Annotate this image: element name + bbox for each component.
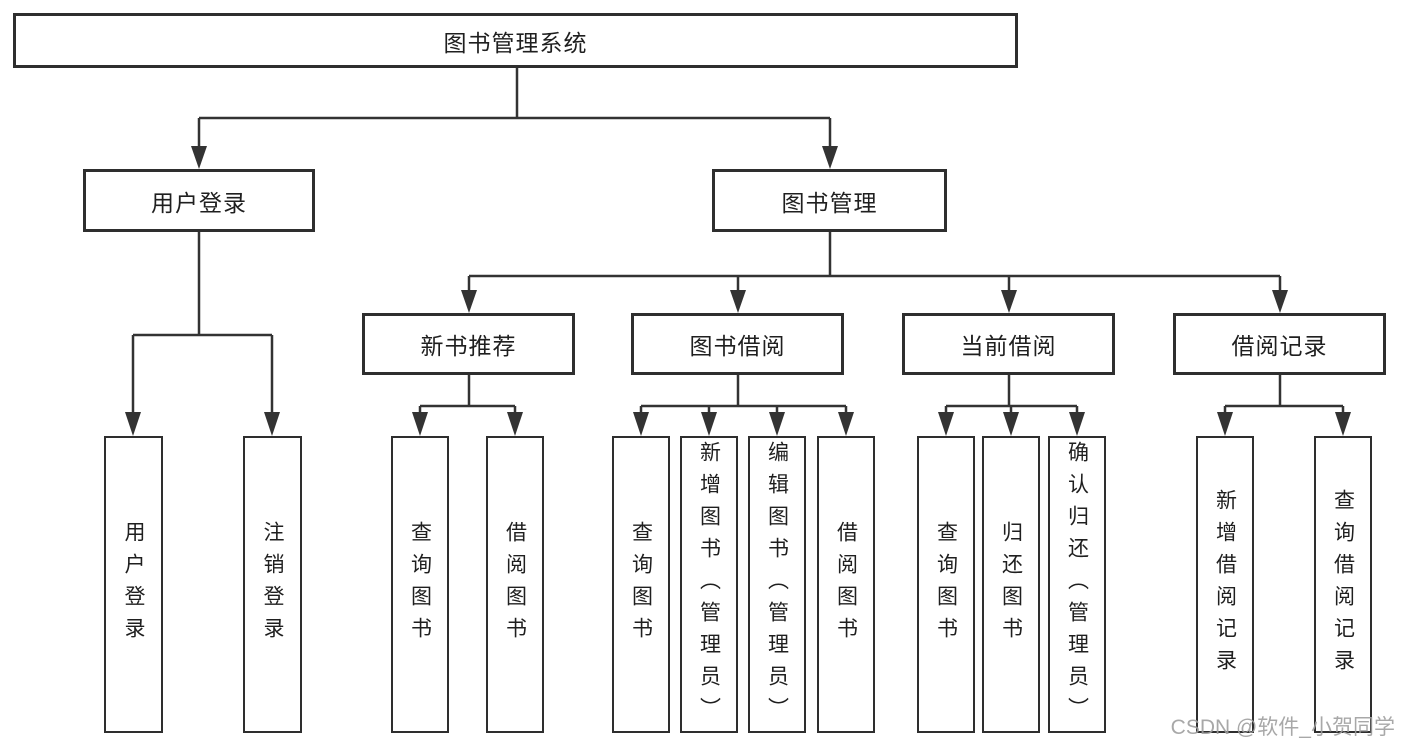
node-new-book-rec-label: 新书推荐 (420, 333, 517, 359)
edge-root-to-level2 (191, 68, 838, 169)
node-leaf-cb-confirm-return: 确认归还（管理员） (1048, 436, 1106, 733)
node-leaf-bb-borrow-books-label: 借阅图书 (834, 520, 858, 649)
edge-new-book-to-leaves (412, 375, 523, 436)
node-leaf-br-query-record: 查询借阅记录 (1314, 436, 1372, 733)
node-leaf-nb-query-books: 查询图书 (391, 436, 449, 733)
node-borrow-records: 借阅记录 (1173, 313, 1386, 375)
node-book-mgmt: 图书管理 (712, 169, 947, 232)
edge-book-mgmt-to-level3 (461, 232, 1288, 313)
node-book-borrow-label: 图书借阅 (689, 333, 786, 359)
node-leaf-bb-add-books: 新增图书（管理员） (680, 436, 738, 733)
node-leaf-logout: 注销登录 (243, 436, 302, 733)
node-leaf-br-add-record-label: 新增借阅记录 (1213, 488, 1237, 681)
node-leaf-br-query-record-label: 查询借阅记录 (1331, 488, 1355, 681)
node-leaf-cb-confirm-return-label: 确认归还（管理员） (1065, 440, 1089, 729)
node-current-borrow: 当前借阅 (902, 313, 1115, 375)
node-user-login-label: 用户登录 (151, 189, 247, 216)
edge-user-login-to-leaves (125, 232, 280, 436)
node-leaf-cb-return-books-label: 归还图书 (999, 520, 1023, 649)
node-leaf-cb-query-books-label: 查询图书 (934, 520, 958, 649)
node-current-borrow-label: 当前借阅 (960, 333, 1057, 359)
node-leaf-bb-edit-books-label: 编辑图书（管理员） (765, 440, 789, 729)
node-leaf-nb-borrow-books: 借阅图书 (486, 436, 544, 733)
node-leaf-br-add-record: 新增借阅记录 (1196, 436, 1254, 733)
node-leaf-user-login-label: 用户登录 (122, 520, 145, 649)
node-leaf-bb-add-books-label: 新增图书（管理员） (697, 440, 721, 729)
node-root-label: 图书管理系统 (443, 29, 588, 56)
node-borrow-records-label: 借阅记录 (1231, 333, 1328, 359)
node-leaf-nb-borrow-books-label: 借阅图书 (503, 520, 527, 649)
node-book-borrow: 图书借阅 (631, 313, 844, 375)
node-book-mgmt-label: 图书管理 (781, 189, 878, 216)
node-new-book-rec: 新书推荐 (362, 313, 575, 375)
edge-book-borrow-to-leaves (633, 375, 854, 436)
node-user-login: 用户登录 (83, 169, 315, 232)
edge-borrow-records-to-leaves (1217, 375, 1351, 436)
node-leaf-cb-return-books: 归还图书 (982, 436, 1040, 733)
node-leaf-user-login: 用户登录 (104, 436, 163, 733)
node-root: 图书管理系统 (13, 13, 1018, 68)
csdn-watermark: CSDN @软件_小贺同学 (1170, 716, 1395, 739)
node-leaf-bb-query-books: 查询图书 (612, 436, 670, 733)
node-leaf-cb-query-books: 查询图书 (917, 436, 975, 733)
node-leaf-logout-label: 注销登录 (261, 520, 284, 649)
node-leaf-bb-query-books-label: 查询图书 (629, 520, 653, 649)
node-leaf-bb-borrow-books: 借阅图书 (817, 436, 875, 733)
node-leaf-nb-query-books-label: 查询图书 (408, 520, 432, 649)
node-leaf-bb-edit-books: 编辑图书（管理员） (748, 436, 806, 733)
edge-current-borrow-to-leaves (938, 375, 1085, 436)
